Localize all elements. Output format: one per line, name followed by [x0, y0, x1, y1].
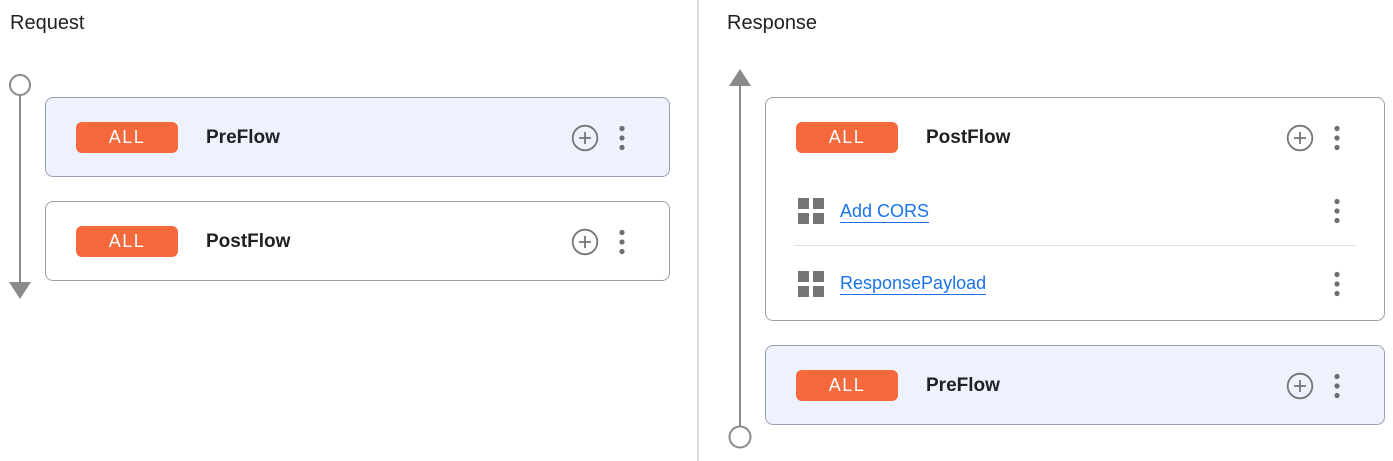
plus-circle-icon	[571, 124, 599, 151]
kebab-menu-button[interactable]	[619, 229, 625, 255]
plus-circle-icon	[571, 228, 599, 255]
policy-actions	[1334, 198, 1340, 224]
flow-card-header: ALL PostFlow	[46, 202, 669, 281]
kebab-menu-icon	[619, 229, 625, 254]
circle-marker-icon	[9, 74, 31, 96]
card-actions	[1286, 372, 1340, 400]
flow-name: PreFlow	[206, 126, 280, 148]
flow-card-response-preflow[interactable]: ALL PreFlow	[765, 345, 1385, 425]
kebab-menu-button[interactable]	[1334, 125, 1340, 151]
condition-badge: ALL	[76, 122, 178, 153]
kebab-menu-button[interactable]	[1334, 271, 1340, 297]
kebab-menu-icon	[1334, 125, 1340, 150]
policy-link-responsepayload[interactable]: ResponsePayload	[840, 273, 987, 293]
plus-circle-icon	[1286, 124, 1314, 151]
policy-row: ResponsePayload	[766, 246, 1384, 321]
flow-card-request-preflow[interactable]: ALL PreFlow	[45, 97, 670, 177]
flow-name: PostFlow	[206, 230, 291, 252]
kebab-menu-button[interactable]	[1334, 373, 1340, 399]
flow-card-response-postflow[interactable]: ALL PostFlow Add CORS	[765, 97, 1385, 321]
policy-actions	[1334, 271, 1340, 297]
grid-icon	[798, 198, 824, 224]
arrow-down-icon	[9, 282, 31, 299]
grid-icon	[798, 270, 824, 297]
add-policy-button[interactable]	[571, 124, 599, 152]
policy-link-add-cors[interactable]: Add CORS	[840, 200, 930, 221]
flow-name: PreFlow	[926, 374, 1000, 396]
arrow-up-icon	[729, 69, 751, 86]
response-flow-line	[728, 69, 752, 449]
request-panel-title: Request	[10, 12, 85, 34]
panel-divider	[697, 0, 699, 461]
condition-badge: ALL	[796, 370, 898, 401]
flow-card-request-postflow[interactable]: ALL PostFlow	[45, 201, 670, 281]
plus-circle-icon	[1286, 372, 1314, 399]
add-policy-button[interactable]	[1286, 372, 1314, 400]
kebab-menu-button[interactable]	[1334, 198, 1340, 224]
kebab-menu-icon	[619, 125, 625, 150]
circle-marker-icon	[728, 425, 752, 449]
flow-card-header: ALL PreFlow	[766, 346, 1384, 425]
card-actions	[1286, 124, 1340, 152]
condition-badge: ALL	[796, 122, 898, 153]
card-actions	[571, 124, 625, 152]
add-policy-button[interactable]	[1286, 124, 1314, 152]
kebab-menu-icon	[1334, 271, 1340, 296]
flow-card-header: ALL PreFlow	[46, 98, 669, 177]
policy-row: Add CORS	[766, 177, 1384, 245]
kebab-menu-icon	[1334, 373, 1340, 398]
flow-card-header: ALL PostFlow	[766, 98, 1384, 177]
condition-badge: ALL	[76, 226, 178, 257]
flow-name: PostFlow	[926, 126, 1011, 148]
kebab-menu-icon	[1334, 198, 1340, 224]
request-flow-line	[9, 74, 31, 299]
kebab-menu-button[interactable]	[619, 125, 625, 151]
policy-row-divider	[794, 245, 1356, 246]
add-policy-button[interactable]	[571, 228, 599, 256]
card-actions	[571, 228, 625, 256]
response-panel-title: Response	[727, 12, 818, 34]
